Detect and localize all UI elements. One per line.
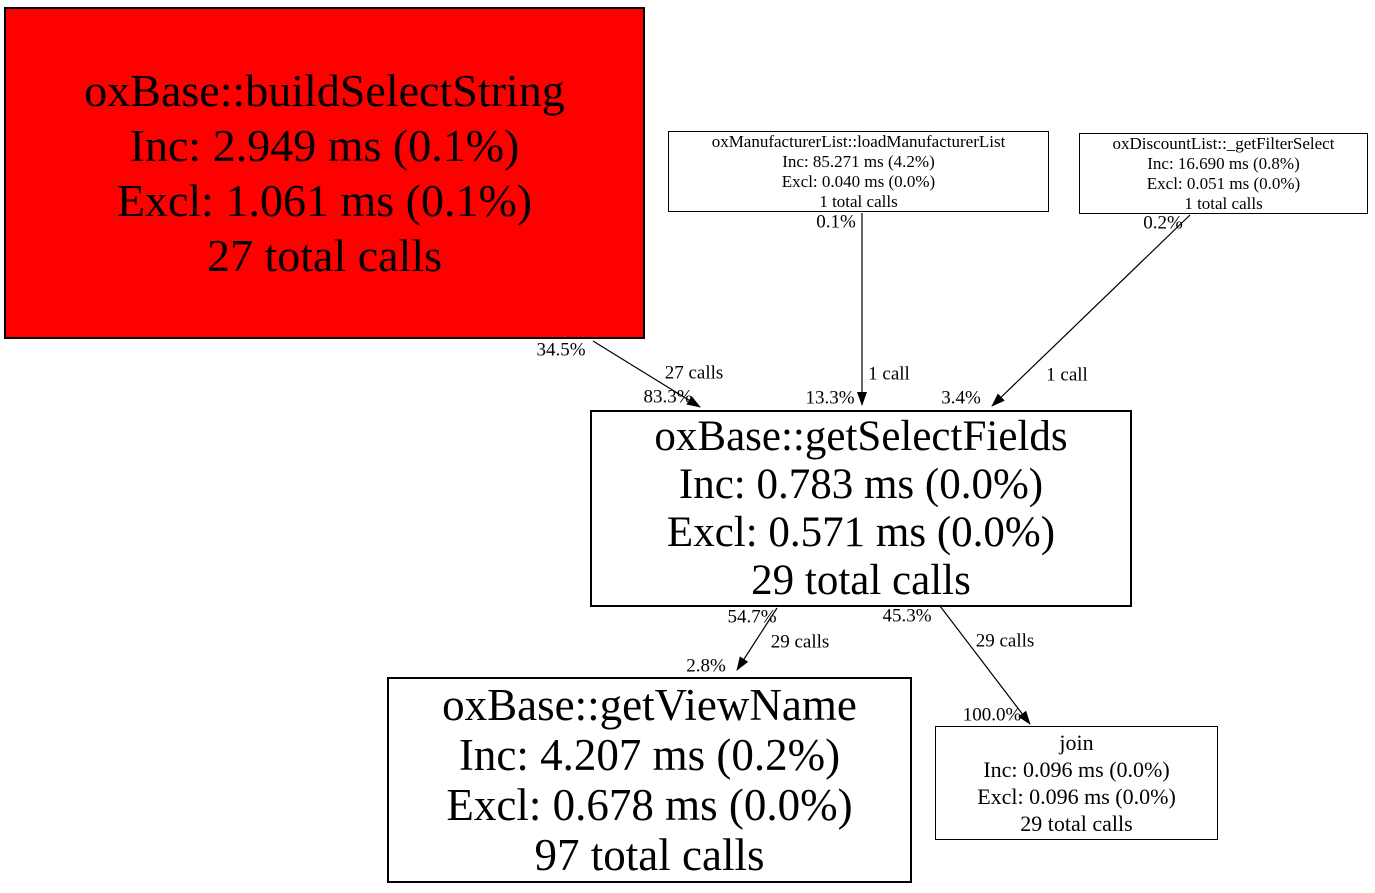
node-exclusive-time: Excl: 0.040 ms (0.0%) [781,171,936,191]
edge-getfilterselect-to-getselectfields-arrow [991,214,1191,407]
node-exclusive-time: Excl: 0.678 ms (0.0%) [446,780,853,830]
node-total-calls: 27 total calls [206,230,443,281]
node-inclusive-time: Inc: 2.949 ms (0.1%) [129,120,520,171]
edge-discount-call-count-label: 1 call [1046,364,1088,386]
node-function-name: join [1059,730,1094,755]
edge-viewname-caller-pct-label: 54.7% [727,606,777,628]
edge-build-caller-pct-label: 34.5% [536,339,586,361]
edge-join-callee-pct-label: 100.0% [962,704,1022,726]
node-oxdiscountlist-getfilterselect[interactable]: oxDiscountList::_getFilterSelect Inc: 16… [1079,133,1368,214]
edge-build-call-count-label: 27 calls [664,362,724,384]
node-total-calls: 97 total calls [534,830,765,880]
node-inclusive-time: Inc: 85.271 ms (4.2%) [782,151,935,171]
node-function-name: oxManufacturerList::loadManufacturerList [711,131,1006,151]
edge-manufacturer-caller-pct-label: 0.1% [816,211,856,233]
node-oxbase-getviewname[interactable]: oxBase::getViewName Inc: 4.207 ms (0.2%)… [387,677,912,883]
edge-viewname-call-count-label: 29 calls [770,631,830,653]
node-function-name: oxBase::buildSelectString [84,65,565,116]
node-function-name: oxBase::getSelectFields [654,412,1068,460]
node-total-calls: 29 total calls [1020,811,1133,836]
edge-join-caller-pct-label: 45.3% [882,605,932,627]
node-exclusive-time: Excl: 1.061 ms (0.1%) [116,175,533,226]
node-oxbase-buildselectstring[interactable]: oxBase::buildSelectString Inc: 2.949 ms … [4,7,645,339]
edge-viewname-callee-pct-label: 2.8% [686,655,726,677]
node-function-name: oxDiscountList::_getFilterSelect [1112,133,1335,153]
edge-manufacturer-call-count-label: 1 call [868,363,910,385]
node-exclusive-time: Excl: 0.571 ms (0.0%) [666,508,1056,556]
node-inclusive-time: Inc: 0.783 ms (0.0%) [678,460,1044,508]
node-total-calls: 1 total calls [819,191,898,211]
node-total-calls: 1 total calls [1184,193,1263,213]
edge-manufacturer-callee-pct-label: 13.3% [805,387,855,409]
node-oxmanufacturerlist-loadmanufacturerlist[interactable]: oxManufacturerList::loadManufacturerList… [668,131,1049,212]
node-function-name: oxBase::getViewName [442,680,857,730]
node-exclusive-time: Excl: 0.051 ms (0.0%) [1146,173,1301,193]
edge-discount-callee-pct-label: 3.4% [941,387,981,409]
node-join[interactable]: join Inc: 0.096 ms (0.0%) Excl: 0.096 ms… [935,726,1218,840]
node-inclusive-time: Inc: 16.690 ms (0.8%) [1147,153,1300,173]
edge-discount-caller-pct-label: 0.2% [1143,212,1183,234]
node-exclusive-time: Excl: 0.096 ms (0.0%) [977,784,1176,809]
edge-build-callee-pct-label: 83.3% [643,386,693,408]
edge-join-call-count-label: 29 calls [975,630,1035,652]
node-total-calls: 29 total calls [751,556,971,604]
node-inclusive-time: Inc: 0.096 ms (0.0%) [983,757,1170,782]
node-inclusive-time: Inc: 4.207 ms (0.2%) [458,730,841,780]
node-oxbase-getselectfields[interactable]: oxBase::getSelectFields Inc: 0.783 ms (0… [590,410,1132,607]
